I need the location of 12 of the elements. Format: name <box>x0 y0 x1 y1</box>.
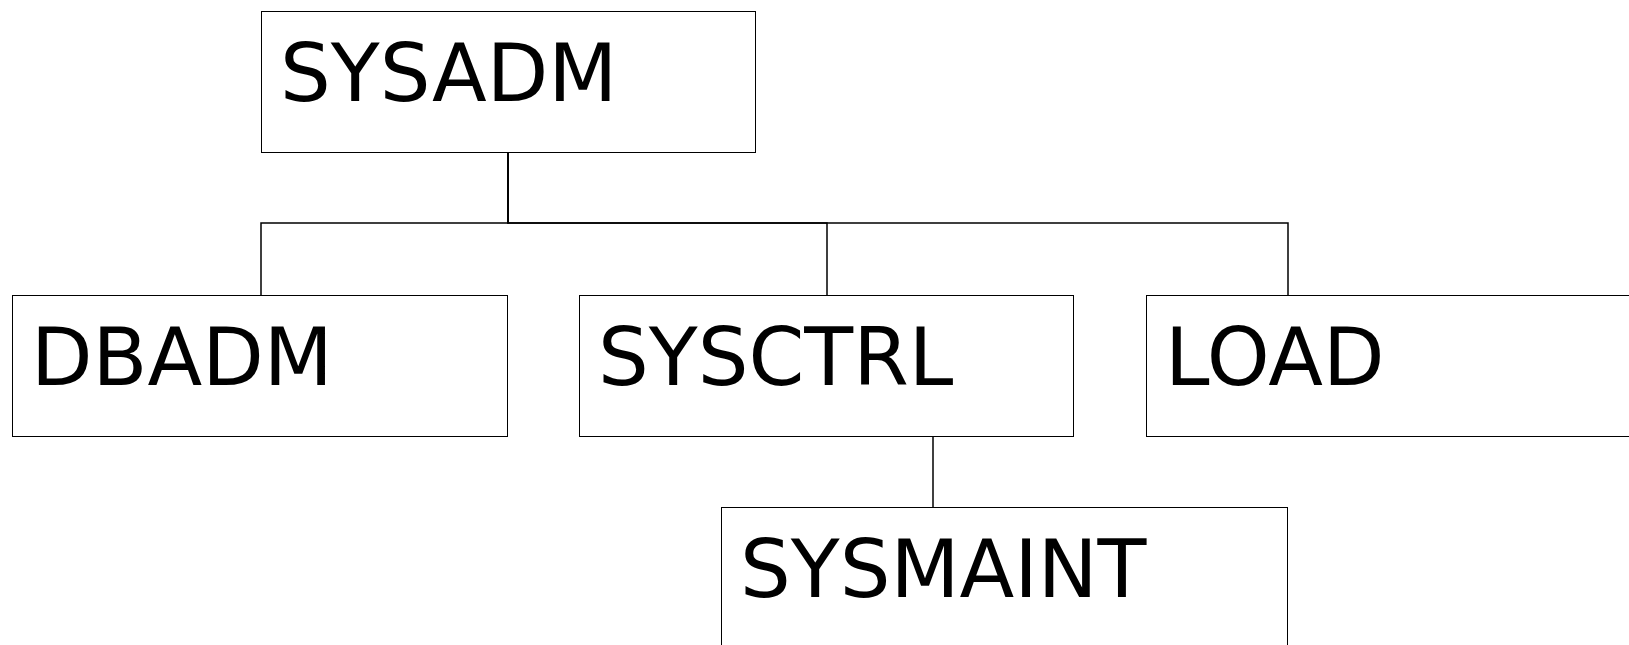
role-box <box>12 295 508 437</box>
role-box <box>261 11 756 153</box>
role-name: SYSADM <box>280 26 618 122</box>
role-name: SYSMAINT <box>740 522 1147 618</box>
role-name: LOAD <box>1165 310 1385 406</box>
role-name: SYSCTRL <box>598 310 954 406</box>
role-box <box>1146 295 1629 437</box>
role-box <box>721 507 1288 645</box>
role-name: DBADM <box>31 310 333 406</box>
connector-line <box>932 436 934 508</box>
connector-line <box>507 152 1289 296</box>
role-box <box>579 295 1074 437</box>
